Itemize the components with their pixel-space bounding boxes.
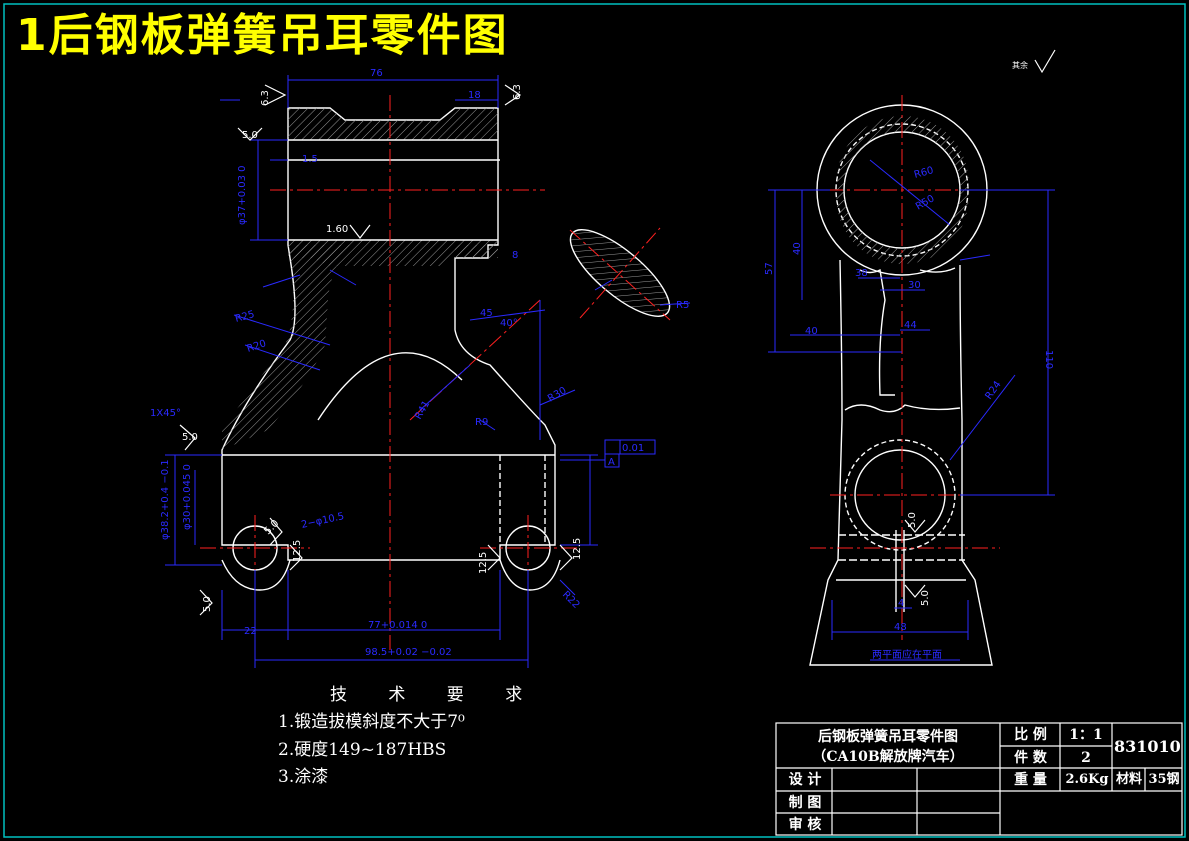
title-block-lines — [775, 722, 1183, 836]
tb-material-label: 材料 — [1115, 772, 1142, 787]
tolerance-frame — [560, 439, 656, 468]
tb-scale-value: 1：1 — [1069, 727, 1103, 743]
roughness-symbols — [179, 49, 1056, 616]
front-centerlines — [200, 95, 580, 650]
front-view — [221, 107, 561, 591]
side-centerlines — [800, 95, 1010, 640]
front-dimensions — [165, 75, 691, 668]
top-hatch-mid — [288, 240, 498, 266]
drawing-border — [3, 3, 1186, 838]
tb-drawing-no: 831010 — [1114, 737, 1181, 756]
top-hatch — [288, 108, 498, 140]
tb-weight-label: 重 量 — [1014, 772, 1047, 788]
tech-req-item-2: 2.硬度149~187HBS — [278, 740, 447, 760]
section-detail — [569, 227, 671, 321]
tb-scale-label: 比 例 — [1014, 727, 1047, 743]
side-view — [809, 104, 993, 666]
neck-hatch-left — [222, 245, 350, 450]
center-arch — [317, 352, 463, 421]
tb-design-label: 设 计 — [788, 772, 822, 788]
tech-req-heading: 技 术 要 求 — [330, 685, 541, 705]
tb-vehicle: （CA10B解放牌汽车） — [812, 749, 964, 765]
tech-req-item-1: 1.锻造拔模斜度不大于7⁰ — [278, 712, 465, 732]
tb-part-name: 后钢板弹簧吊耳零件图 — [818, 729, 958, 745]
tech-req-item-3: 3.涂漆 — [278, 767, 329, 787]
arm-outline — [809, 259, 993, 666]
tb-material-value: 35钢 — [1148, 772, 1180, 787]
tb-weight-value: 2.6Kg — [1065, 772, 1109, 787]
tb-check-label: 审 核 — [788, 817, 822, 833]
tb-draw-label: 制 图 — [788, 795, 822, 811]
side-dimensions — [768, 159, 1055, 661]
tb-count-value: 2 — [1081, 750, 1091, 766]
top-boss-outline — [221, 107, 556, 561]
tb-count-label: 件 数 — [1014, 750, 1047, 766]
drawing-title: 1后钢板弹簧吊耳零件图 — [16, 10, 509, 61]
